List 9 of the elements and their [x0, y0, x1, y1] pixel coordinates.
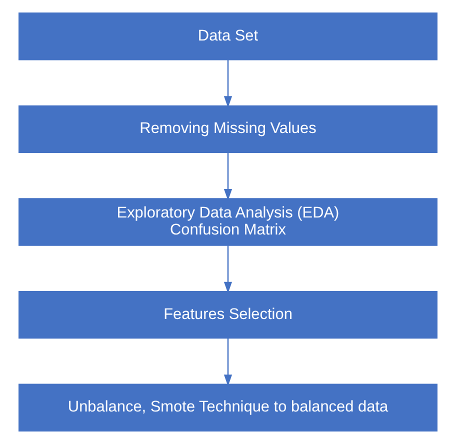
node-box: Features Selection: [18, 290, 437, 339]
node-box: Removing Missing Values: [18, 105, 437, 154]
node-box: Exploratory Data Analysis (EDA) Confusion Matrix: [18, 198, 437, 246]
arrow: [223, 246, 232, 294]
arrow: [223, 338, 232, 386]
arrow: [223, 152, 232, 201]
node-box: Unbalance, Smote Technique to balanced data: [18, 384, 437, 432]
node-box: Data Set: [18, 12, 437, 60]
arrow: [223, 60, 232, 108]
